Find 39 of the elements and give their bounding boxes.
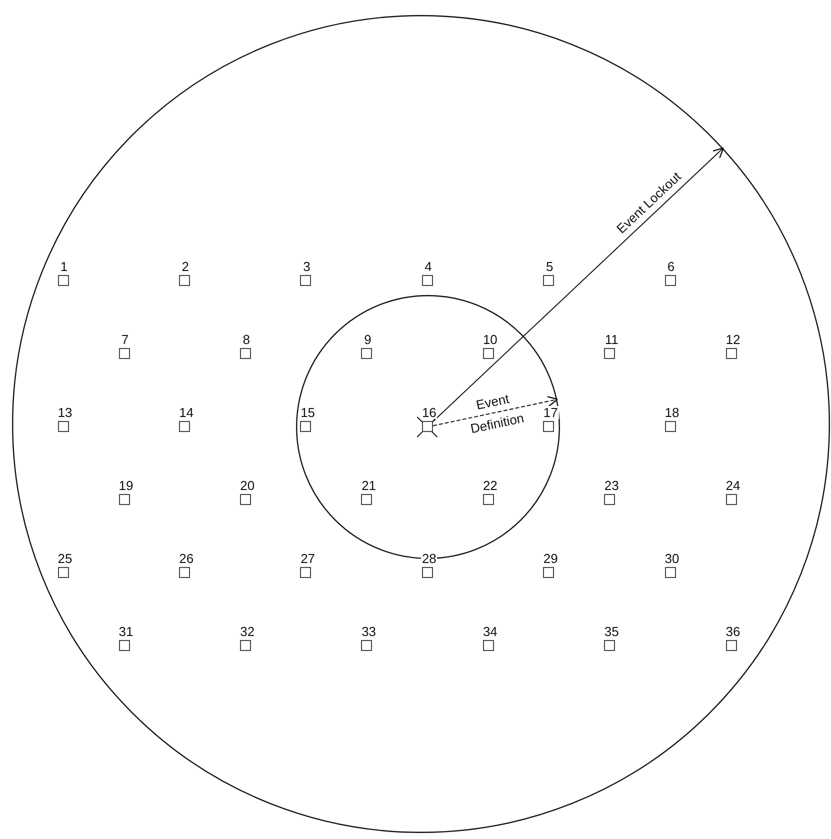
point-number: 33 <box>360 625 378 638</box>
point-number: 31 <box>118 625 134 638</box>
point-number: 4 <box>424 260 433 273</box>
point-number: 28 <box>420 552 438 565</box>
point-number: 32 <box>239 625 256 638</box>
point-number: 23 <box>603 479 620 492</box>
point-number: 13 <box>56 406 74 419</box>
point-number: 1 <box>59 260 69 273</box>
point-number: 2 <box>180 260 190 273</box>
point-number: 15 <box>300 406 316 419</box>
point-number: 21 <box>360 479 378 492</box>
point-number: 30 <box>664 552 680 565</box>
point-number: 26 <box>178 552 195 565</box>
point-number: 19 <box>118 479 134 492</box>
arrow <box>431 147 724 424</box>
point-number: 9 <box>363 333 372 346</box>
point-number: 20 <box>239 479 256 492</box>
point-number: 29 <box>542 552 559 565</box>
point-number: 5 <box>544 260 554 273</box>
point-number: 6 <box>666 260 676 273</box>
point-number: 12 <box>724 333 742 346</box>
point-number: 18 <box>664 406 680 419</box>
point-number: 7 <box>120 333 130 346</box>
point-number: 35 <box>603 625 620 638</box>
point-number: 16 <box>420 406 438 419</box>
point-number: 14 <box>178 406 195 419</box>
point-number: 3 <box>302 260 312 273</box>
point-number: 22 <box>482 479 498 492</box>
point-number: 34 <box>482 625 498 638</box>
point-number: 25 <box>56 552 74 565</box>
edge-label: Event Definition <box>468 389 527 438</box>
point-number: 24 <box>724 479 742 492</box>
point-number: 10 <box>482 333 498 346</box>
arrow <box>432 396 558 426</box>
point-number: 17 <box>542 406 559 419</box>
point-number: 11 <box>604 333 620 346</box>
point-number: 8 <box>242 333 251 346</box>
point-number: 27 <box>300 552 316 565</box>
point-number: 36 <box>724 625 742 638</box>
